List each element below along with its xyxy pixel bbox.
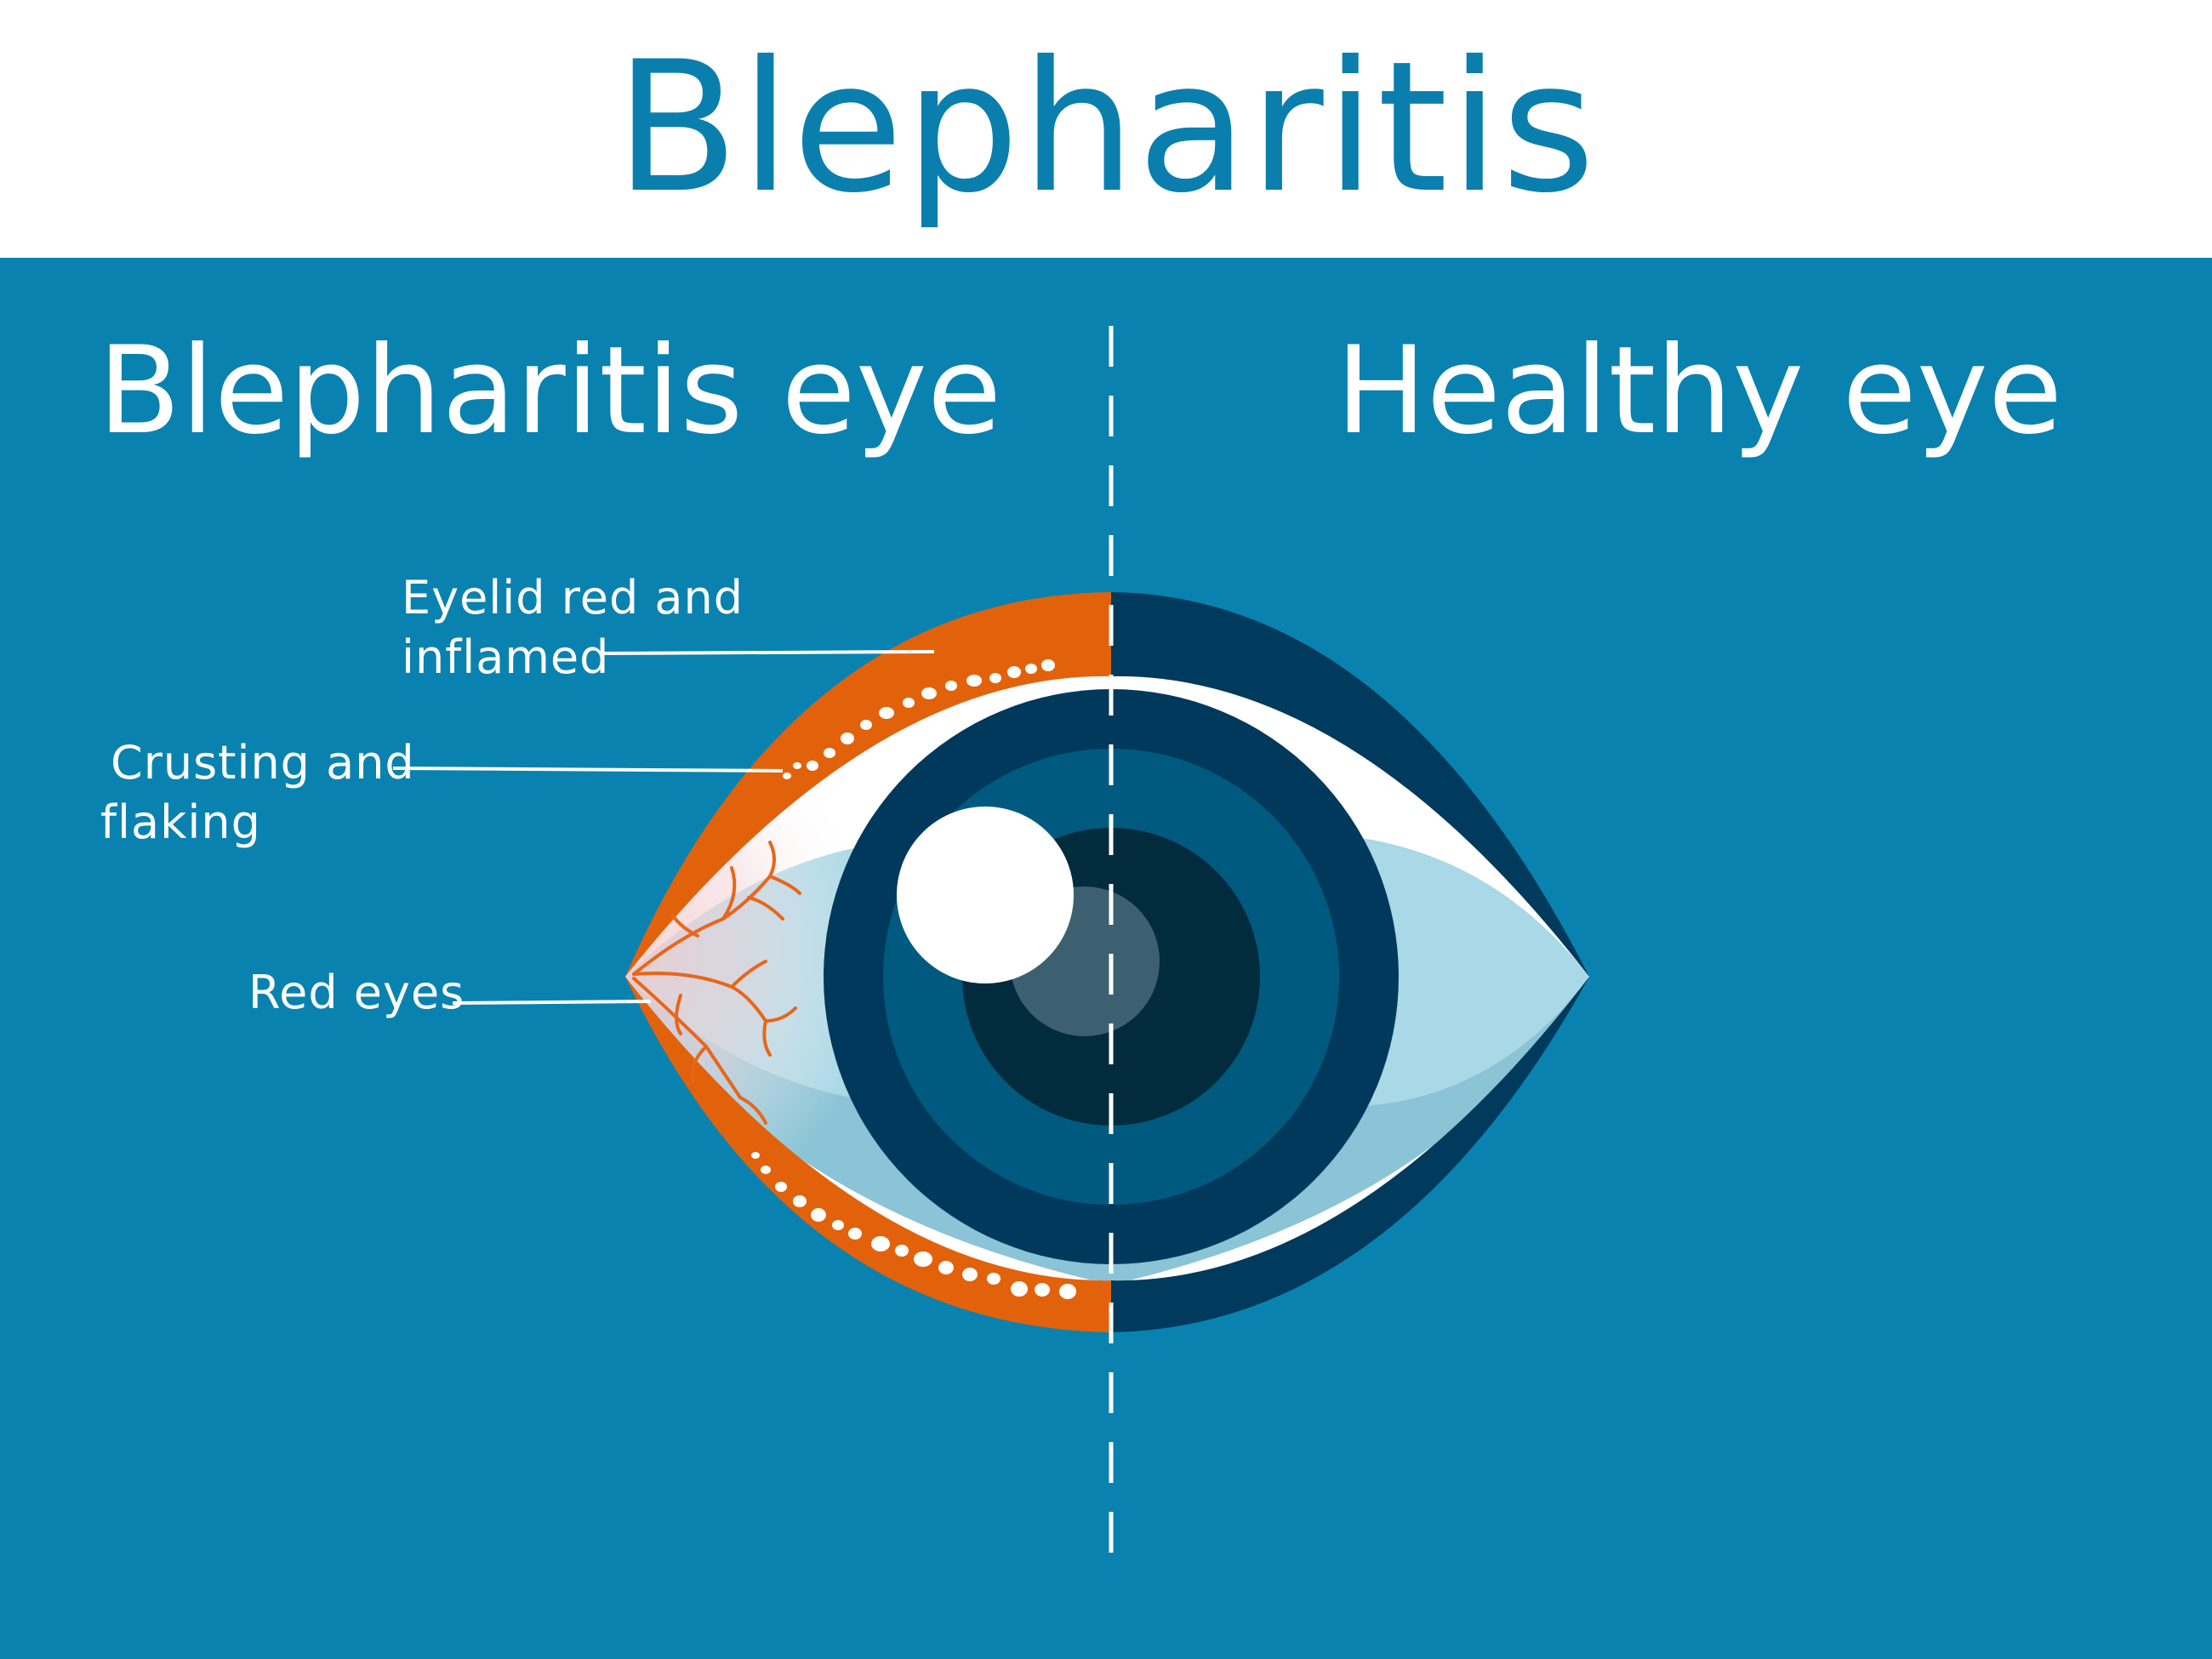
redness-glow	[625, 732, 953, 1174]
page-title: Blepharitis	[614, 22, 1598, 232]
annotation-crusting-line1: Crusting and	[111, 736, 415, 790]
blepharitis-eye-heading: Blepharitis eye	[98, 321, 1002, 461]
annotation-crusting: Crusting and flaking	[100, 733, 415, 852]
crusting-dots	[751, 659, 1076, 1299]
annotation-eyelid-line2: inflamed	[402, 630, 610, 684]
annotation-red-eyes: Red eyes	[248, 966, 465, 1019]
annotation-eyelid: Eyelid red and inflamed	[402, 568, 744, 687]
eye-highlight	[897, 807, 1074, 983]
annotation-leader-lines	[392, 650, 935, 1005]
healthy-eye-heading: Healthy eye	[1336, 321, 2063, 461]
blood-vessels-icon	[632, 841, 801, 1125]
annotation-eyelid-line1: Eyelid red and	[402, 571, 744, 624]
annotation-crusting-line2: flaking	[100, 795, 261, 849]
header: Blepharitis	[0, 0, 2212, 258]
